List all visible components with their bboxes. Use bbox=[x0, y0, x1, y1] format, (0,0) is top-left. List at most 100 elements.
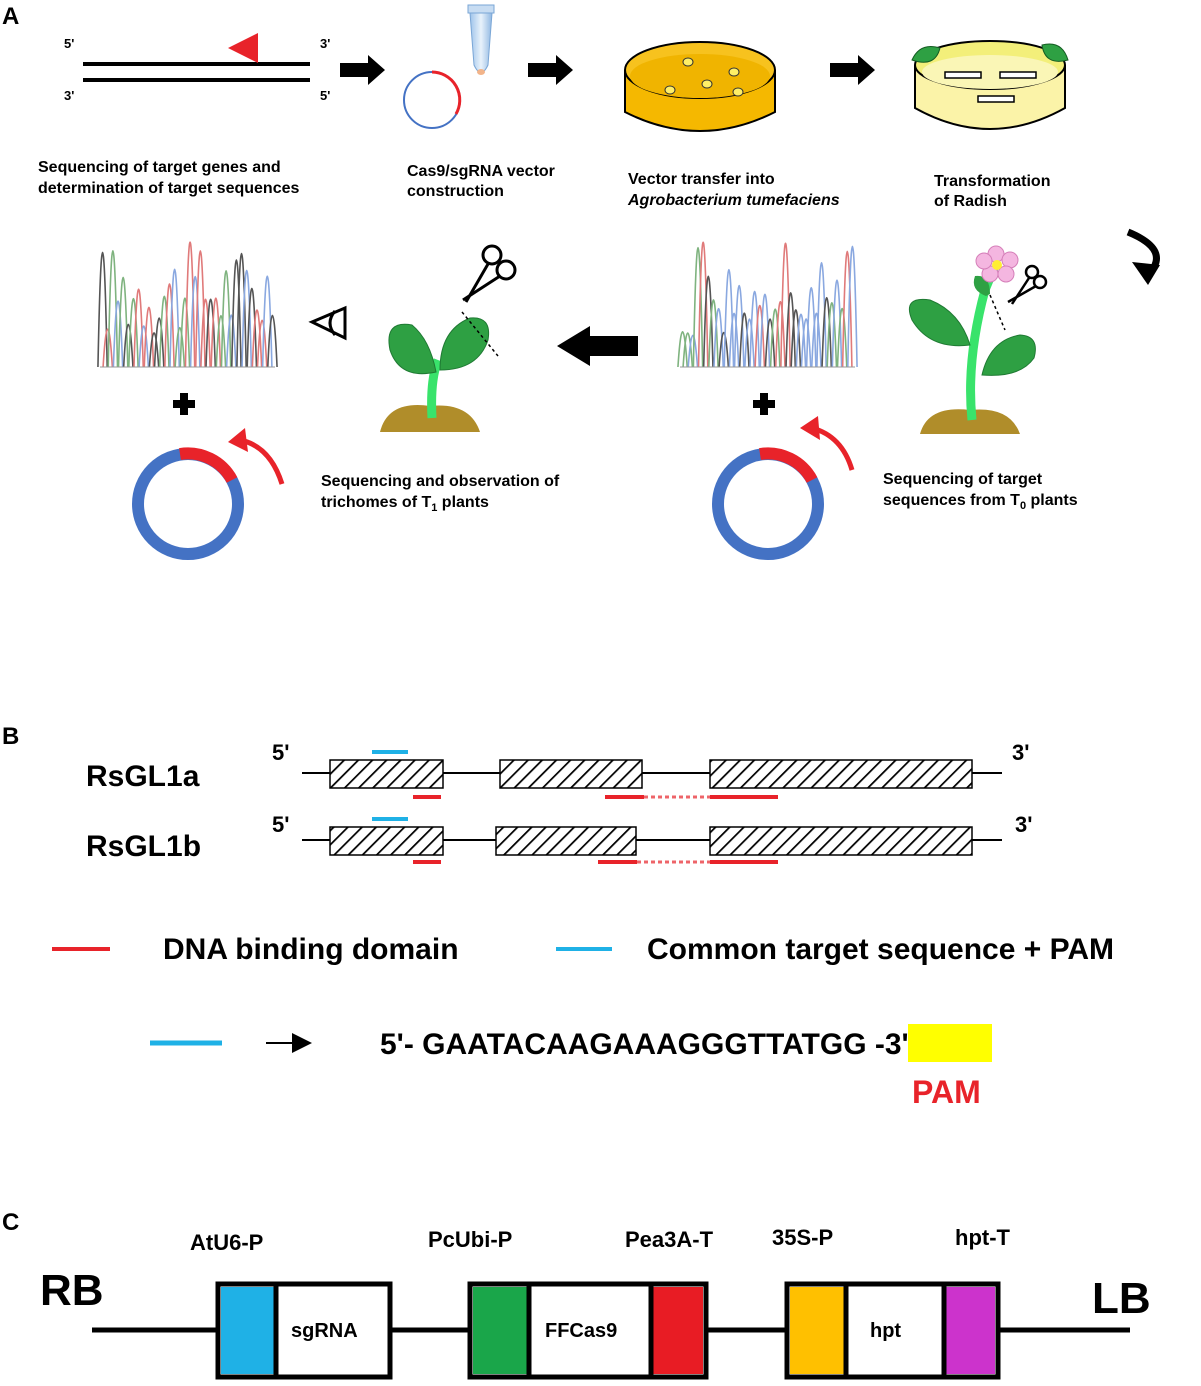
chromatogram-peak bbox=[174, 327, 186, 368]
chromatogram-peak bbox=[205, 298, 217, 368]
chromatogram-peak bbox=[215, 314, 227, 368]
cassette-sgrna: sgRNA bbox=[215, 1281, 393, 1380]
hpt-terminator-block bbox=[945, 1287, 995, 1374]
pam-highlight bbox=[908, 1024, 992, 1062]
chromatogram-peak bbox=[841, 250, 853, 368]
chromatogram-peak bbox=[153, 317, 165, 368]
gene-structure-rsgl1b bbox=[302, 817, 1002, 864]
exon-box bbox=[709, 826, 973, 856]
gene-label-rsgl1b: RsGL1b bbox=[86, 830, 201, 863]
caption-step5-line1: Sequencing of target bbox=[883, 471, 1043, 488]
lb-label: LB bbox=[1092, 1274, 1151, 1323]
petri-dish-agrobacterium bbox=[624, 41, 776, 132]
chromatogram-peak bbox=[246, 287, 258, 368]
pcubi-promoter-block bbox=[473, 1287, 528, 1374]
three-prime-b: 3' bbox=[1015, 812, 1032, 837]
chromatogram-peak bbox=[764, 318, 776, 368]
caption-step6-line1: Sequencing and observation of bbox=[321, 473, 560, 490]
label-35s-p: 35S-P bbox=[772, 1225, 833, 1250]
chromatogram-peak bbox=[692, 246, 704, 368]
chromatogram-peak bbox=[179, 297, 191, 368]
chromatogram-peak bbox=[164, 283, 175, 368]
caption-step4-line2: of Radish bbox=[934, 193, 1007, 210]
pea3a-terminator-block bbox=[652, 1287, 703, 1374]
caption-step1-line2: determination of target sequences bbox=[38, 180, 299, 197]
eye-icon bbox=[308, 305, 347, 341]
chromatogram-peak bbox=[754, 305, 766, 368]
flowering-plant bbox=[908, 245, 1036, 434]
label-pcubi-p: PcUbi-P bbox=[428, 1227, 512, 1252]
chromatogram-peak bbox=[831, 279, 843, 368]
three-prime-a: 3' bbox=[1012, 740, 1029, 765]
scissors-icon bbox=[1007, 264, 1048, 305]
chromatogram-peak bbox=[687, 334, 699, 368]
plasmid-t0 bbox=[712, 416, 855, 560]
chromatogram-peak bbox=[102, 328, 114, 368]
chromatogram-t0 bbox=[677, 241, 858, 368]
chromatogram-peak bbox=[821, 296, 833, 368]
caption-step6-line2: trichomes of T1 plants bbox=[321, 494, 489, 514]
chromatogram-peak bbox=[816, 262, 827, 368]
chromatogram-peak bbox=[728, 312, 740, 368]
chromatogram-t1 bbox=[97, 241, 278, 368]
chromatogram-peak bbox=[158, 295, 170, 368]
cassette-hpt: hpt bbox=[784, 1281, 1001, 1380]
chromatogram-peak bbox=[236, 252, 247, 368]
chromatogram-peak bbox=[256, 319, 268, 368]
chromatogram-peak bbox=[836, 308, 848, 368]
panel-label-c: C bbox=[2, 1209, 19, 1236]
chromatogram-peak bbox=[97, 251, 109, 368]
petri-dish-radish bbox=[911, 40, 1069, 130]
exon-box bbox=[709, 759, 973, 789]
chromatogram-peak bbox=[749, 290, 761, 368]
caption-step3-line1: Vector transfer into bbox=[628, 171, 775, 188]
plasmid-t1 bbox=[132, 428, 285, 560]
exon-box bbox=[329, 826, 444, 856]
caption-step3-line2: Agrobacterium tumefaciens bbox=[627, 192, 840, 209]
strand-5-top: 5' bbox=[64, 36, 74, 51]
chromatogram-peak bbox=[682, 332, 694, 368]
chromatogram-peak bbox=[800, 318, 812, 368]
panel-label-b: B bbox=[2, 723, 19, 750]
five-prime-a: 5' bbox=[272, 740, 289, 765]
strand-5-bottom: 5' bbox=[320, 88, 330, 103]
right-arrow-icon bbox=[528, 55, 573, 85]
chromatogram-peak bbox=[241, 269, 253, 368]
chromatogram-peak bbox=[220, 270, 232, 368]
panel-label-a: A bbox=[2, 3, 19, 30]
chromatogram-peak bbox=[713, 308, 725, 368]
label-atu6-p: AtU6-P bbox=[190, 1230, 263, 1255]
chromatogram-peak bbox=[200, 298, 211, 368]
chromatogram-peak bbox=[738, 312, 750, 368]
strand-3-top: 3' bbox=[320, 36, 330, 51]
chromatogram-peak bbox=[251, 309, 263, 368]
pam-label: PAM bbox=[912, 1074, 981, 1110]
chromatogram-peak bbox=[733, 285, 745, 368]
strand-3-bottom: 3' bbox=[64, 88, 74, 103]
chromatogram-peak bbox=[718, 331, 730, 368]
caption-step2-line2: construction bbox=[407, 183, 504, 200]
plus-icon bbox=[173, 393, 195, 415]
chromatogram-peak bbox=[189, 275, 201, 368]
chromatogram-peak bbox=[697, 241, 709, 368]
scissors-icon bbox=[462, 244, 517, 303]
box-sgrna: sgRNA bbox=[291, 1320, 358, 1342]
cassette-ffcas9: FFCas9 bbox=[467, 1281, 709, 1380]
atu6-promoter-block bbox=[221, 1287, 275, 1374]
caption-step5-line2: sequences from T0 plants bbox=[883, 492, 1078, 512]
exon-box bbox=[499, 759, 643, 789]
chromatogram-peak bbox=[810, 312, 822, 368]
microtube-icon bbox=[467, 4, 495, 75]
chromatogram-peak bbox=[708, 299, 719, 368]
box-hpt: hpt bbox=[870, 1320, 901, 1342]
chromatogram-peak bbox=[138, 325, 150, 368]
chromatogram-peak bbox=[826, 301, 838, 368]
legend-dna-binding: DNA binding domain bbox=[163, 933, 459, 966]
chromatogram-peak bbox=[148, 332, 160, 368]
left-arrow-icon bbox=[557, 326, 638, 366]
chromatogram-peak bbox=[677, 331, 689, 368]
caption-step4-line1: Transformation bbox=[934, 173, 1050, 190]
chromatogram-peak bbox=[143, 307, 155, 368]
chromatogram-peak bbox=[769, 308, 781, 368]
